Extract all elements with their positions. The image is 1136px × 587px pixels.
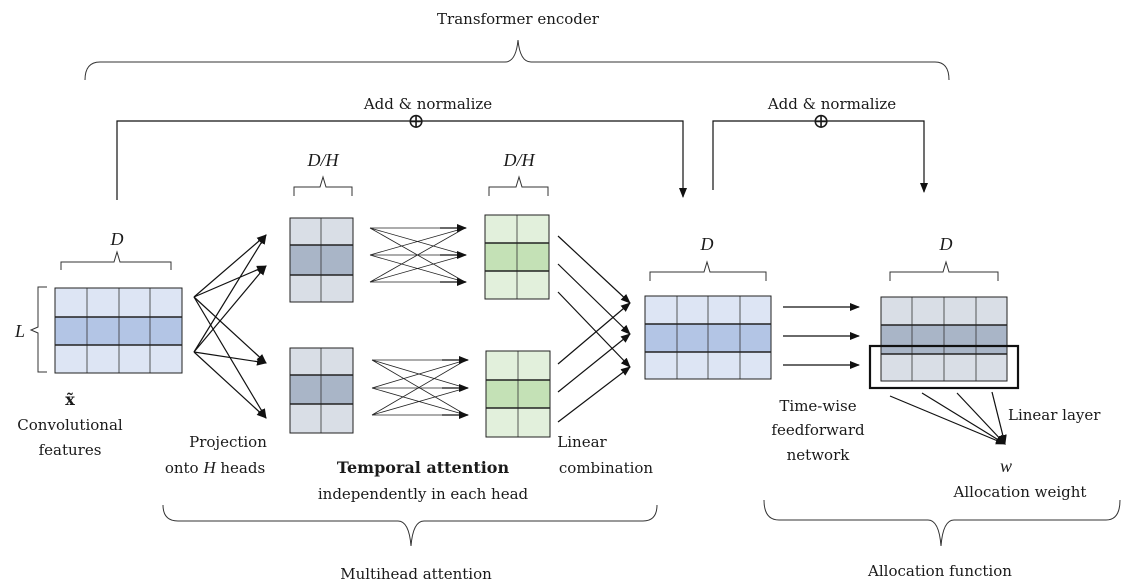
attention-cross-1 — [369, 224, 467, 286]
projection-arrows — [193, 234, 267, 419]
transformer-encoder-brace — [84, 39, 950, 81]
linear-layer-arrows — [889, 391, 1007, 445]
ffn-line2: feedforward — [771, 421, 865, 439]
projection-line1: Projection — [189, 433, 267, 451]
multihead-attention-brace — [162, 504, 658, 547]
residual-line-2 — [712, 120, 928, 193]
plus-symbol-1: ⊕ — [407, 109, 425, 133]
feedforward-arrows — [783, 303, 860, 369]
linear-combination-line1: Linear — [557, 433, 607, 451]
mh-d-brace — [649, 260, 767, 281]
linear-combination-arrows — [557, 235, 631, 423]
allocation-function-label: Allocation function — [867, 562, 1012, 580]
final-dim-d-label: D — [939, 234, 953, 254]
w-label: w — [1000, 456, 1012, 476]
residual-line-1 — [116, 120, 687, 200]
attention-cross-2 — [371, 356, 469, 419]
ffn-line1: Time-wise — [779, 397, 856, 415]
head-brace-1 — [293, 175, 353, 196]
final-d-brace — [889, 260, 999, 281]
attn-out-matrix-2 — [485, 350, 551, 438]
input-matrix — [54, 287, 183, 374]
mh-dim-d-label: D — [700, 234, 714, 254]
ffn-line3: network — [787, 446, 851, 464]
conv-features-line1: Convolutional — [17, 416, 123, 434]
input-dim-l-label: L — [14, 321, 25, 341]
plus-symbol-2: ⊕ — [812, 109, 830, 133]
multihead-attention-label: Multihead attention — [340, 565, 492, 583]
x-tilde-label: x̃ — [65, 390, 75, 409]
head-out-brace — [488, 175, 549, 196]
add-normalize-label-2: Add & normalize — [767, 95, 896, 113]
input-d-brace — [60, 250, 172, 270]
multihead-output-matrix — [644, 295, 772, 380]
allocation-weight-label: Allocation weight — [953, 483, 1087, 501]
transformer-encoder-label: Transformer encoder — [437, 10, 600, 28]
temporal-attention-title: Temporal attention — [337, 458, 510, 477]
conv-features-line2: features — [39, 441, 102, 459]
linear-layer-label: Linear layer — [1008, 406, 1101, 424]
head-dim-label-1: D/H — [307, 150, 340, 170]
head-out-dim-label: D/H — [503, 150, 536, 170]
projection-line2: onto H heads — [165, 458, 265, 477]
temporal-attention-sub: independently in each head — [318, 485, 529, 503]
linear-combination-line2: combination — [559, 459, 654, 477]
final-matrix — [880, 296, 1008, 382]
attn-out-matrix-1 — [484, 214, 550, 300]
add-normalize-label-1: Add & normalize — [363, 95, 492, 113]
input-l-brace — [29, 286, 47, 373]
head-matrix-2 — [289, 347, 354, 434]
head-matrix-1 — [289, 217, 354, 303]
linear-layer-highlight-box — [868, 344, 1020, 390]
allocation-function-brace — [763, 499, 1121, 547]
input-dim-d-label: D — [110, 229, 124, 249]
